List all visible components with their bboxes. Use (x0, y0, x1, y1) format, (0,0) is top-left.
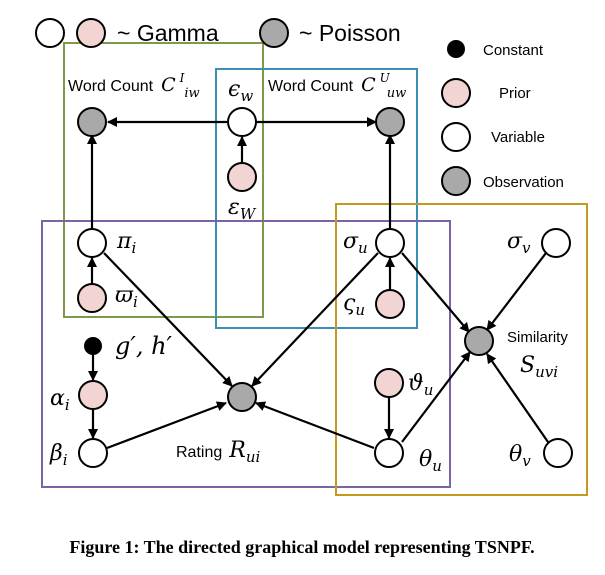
edge-theta-v-to-similarity (486, 353, 549, 443)
node-constant-g-h (84, 337, 102, 355)
poisson-label: ~ Poisson (299, 20, 401, 46)
node-vareps-w (227, 162, 257, 192)
gamma-variable-swatch (35, 18, 65, 48)
edge-beta-to-rating (106, 401, 227, 450)
vareps-w-label: εW (228, 195, 257, 223)
edge-theta-u-to-rating (255, 401, 375, 450)
figure-caption: Figure 1: The directed graphical model r… (69, 537, 534, 557)
node-alpha-i (78, 380, 108, 410)
node-sigma-u (375, 228, 405, 258)
similarity-label: Similarity (507, 329, 568, 346)
pi-i-label: πi (116, 229, 136, 257)
plate-similarity (335, 203, 588, 496)
g-h-label: g′, h′ (115, 332, 173, 360)
theta-u-label: θu (419, 447, 442, 475)
word-count-right-label: Word Count C U uw (268, 69, 406, 101)
node-vartheta-u (374, 368, 404, 398)
alpha-i-label: αi (50, 386, 70, 414)
legend-variable-icon (441, 122, 471, 152)
vartheta-u-label: ϑu (408, 371, 433, 399)
legend-prior-icon (441, 78, 471, 108)
node-varsigma-u (375, 289, 405, 319)
node-rating (227, 382, 257, 412)
node-pi-i (77, 228, 107, 258)
edge-pi-to-rating (103, 252, 233, 387)
similarity-symbol: Suvi (520, 353, 558, 381)
sigma-v-label: σv (507, 229, 531, 257)
node-eps-w (227, 107, 257, 137)
legend-prior-label: Prior (499, 85, 531, 102)
omega-i-label: ϖi (115, 283, 138, 311)
plate-user-word-count (215, 68, 418, 329)
word-count-left-label: Word Count C I iw (68, 69, 200, 101)
node-similarity (464, 326, 494, 356)
node-beta-i (78, 438, 108, 468)
legend-constant-icon (447, 40, 465, 58)
legend-observation-label: Observation (483, 174, 564, 191)
legend-observation-icon (441, 166, 471, 196)
varsigma-u-label: ςu (343, 291, 365, 319)
edge-sigma-u-to-rating (251, 252, 379, 387)
legend-variable-label: Variable (491, 129, 545, 146)
plate-rating (41, 220, 451, 488)
gamma-prior-swatch (76, 18, 106, 48)
node-omega-i (77, 283, 107, 313)
node-word-count-right (375, 107, 405, 137)
rating-label: Rating Rui (176, 438, 260, 466)
eps-w-label: ϵw (228, 77, 253, 105)
edges (87, 117, 549, 450)
legend-constant-label: Constant (483, 42, 544, 59)
node-theta-v (543, 438, 573, 468)
theta-v-label: θv (509, 442, 531, 470)
edge-theta-u-to-similarity (401, 351, 471, 443)
node-sigma-v (541, 228, 571, 258)
sigma-u-label: σu (343, 229, 368, 257)
plate-item-word-count (63, 42, 264, 318)
edge-sigma-v-to-similarity (486, 252, 547, 331)
poisson-observation-swatch (259, 18, 289, 48)
edge-sigma-u-to-similarity (401, 252, 470, 333)
beta-i-label: βi (49, 441, 68, 469)
node-theta-u (374, 438, 404, 468)
gamma-label: ~ Gamma (117, 20, 219, 46)
node-word-count-left (77, 107, 107, 137)
